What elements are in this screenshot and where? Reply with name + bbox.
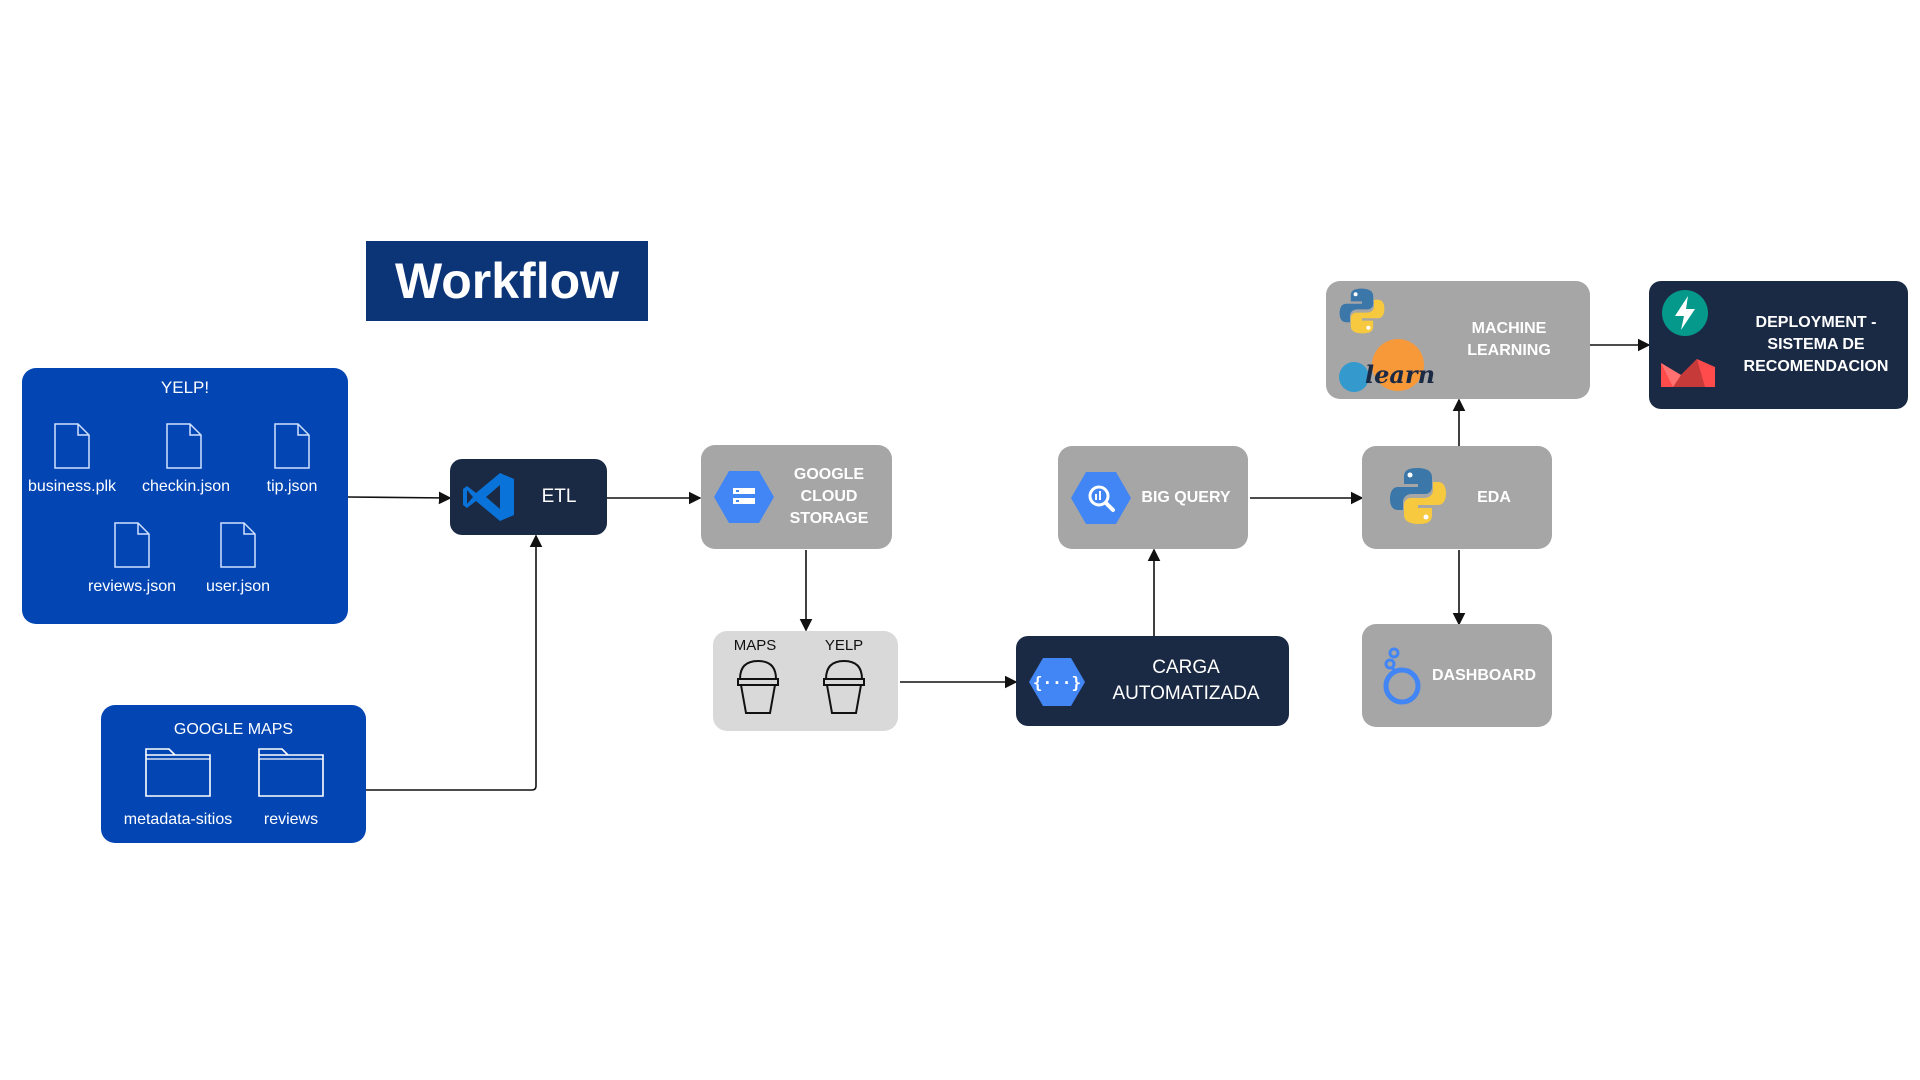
file-label: business.plk: [28, 478, 117, 495]
svg-text:{···}: {···}: [1033, 673, 1081, 692]
vscode-icon: [463, 473, 514, 521]
eda-label: EDA: [1477, 488, 1511, 506]
file-icon: [274, 423, 310, 469]
folder-icon: [145, 748, 211, 797]
eda-node: EDA: [1362, 446, 1552, 549]
fastapi-icon: [1662, 290, 1708, 336]
file-icon: [114, 522, 150, 568]
bucket-label-maps: MAPS: [733, 637, 777, 654]
bucket-icon: [823, 659, 865, 714]
file-label: tip.json: [266, 478, 318, 495]
scikit-learn-icon: learn: [1339, 339, 1434, 392]
etl-node: ETL: [450, 459, 607, 535]
gcs-label: GOOGLE CLOUD STORAGE: [789, 466, 869, 527]
gcs-node: GOOGLE CLOUD STORAGE: [701, 445, 892, 549]
file-icon: [220, 522, 256, 568]
arrow-maps-to-etl: [366, 534, 543, 791]
streamlit-icon: [1661, 359, 1715, 387]
deployment-label: DEPLOYMENT - SISTEMA DE RECOMENDACION: [1743, 314, 1889, 375]
folder-label: metadata-sitios: [123, 811, 233, 828]
carga-label: CARGA AUTOMATIZADA: [1112, 657, 1260, 704]
sklearn-text: learn: [1365, 360, 1434, 389]
google-maps-header: GOOGLE MAPS: [173, 721, 294, 738]
arrow-yelp-to-etl: [347, 491, 452, 505]
cloud-storage-icon: [714, 471, 774, 523]
file-label: reviews.json: [87, 578, 177, 595]
python-icon: [1339, 288, 1385, 334]
looker-studio-icon: [1383, 647, 1421, 705]
file-label: checkin.json: [141, 478, 231, 495]
yelp-source-box: YELP! business.plk checkin.json tip.json…: [22, 368, 348, 624]
folder-label: reviews: [263, 811, 319, 828]
yelp-header: YELP!: [160, 378, 210, 397]
cloud-functions-icon: {···}: [1029, 658, 1085, 706]
etl-label: ETL: [541, 486, 577, 507]
ml-node: learn MACHINE LEARNING: [1326, 281, 1590, 399]
folder-icon: [258, 748, 324, 797]
dashboard-node: DASHBOARD: [1362, 624, 1552, 727]
bigquery-icon: [1071, 472, 1131, 524]
bigquery-label: BIG QUERY: [1141, 488, 1231, 506]
bucket-icon: [737, 659, 779, 714]
page-title: Workflow: [366, 241, 648, 321]
ml-label: MACHINE LEARNING: [1467, 320, 1551, 359]
buckets-node: MAPS YELP: [713, 631, 898, 731]
deployment-node: DEPLOYMENT - SISTEMA DE RECOMENDACION: [1649, 281, 1908, 409]
file-label: user.json: [205, 578, 271, 595]
carga-node: {···} CARGA AUTOMATIZADA: [1016, 636, 1289, 726]
python-icon: [1390, 468, 1446, 524]
bigquery-node: BIG QUERY: [1058, 446, 1248, 549]
dashboard-label: DASHBOARD: [1432, 666, 1536, 684]
google-maps-source-box: GOOGLE MAPS metadata-sitios reviews: [101, 705, 366, 843]
file-icon: [166, 423, 202, 469]
file-icon: [54, 423, 90, 469]
bucket-label-yelp: YELP: [824, 637, 864, 654]
